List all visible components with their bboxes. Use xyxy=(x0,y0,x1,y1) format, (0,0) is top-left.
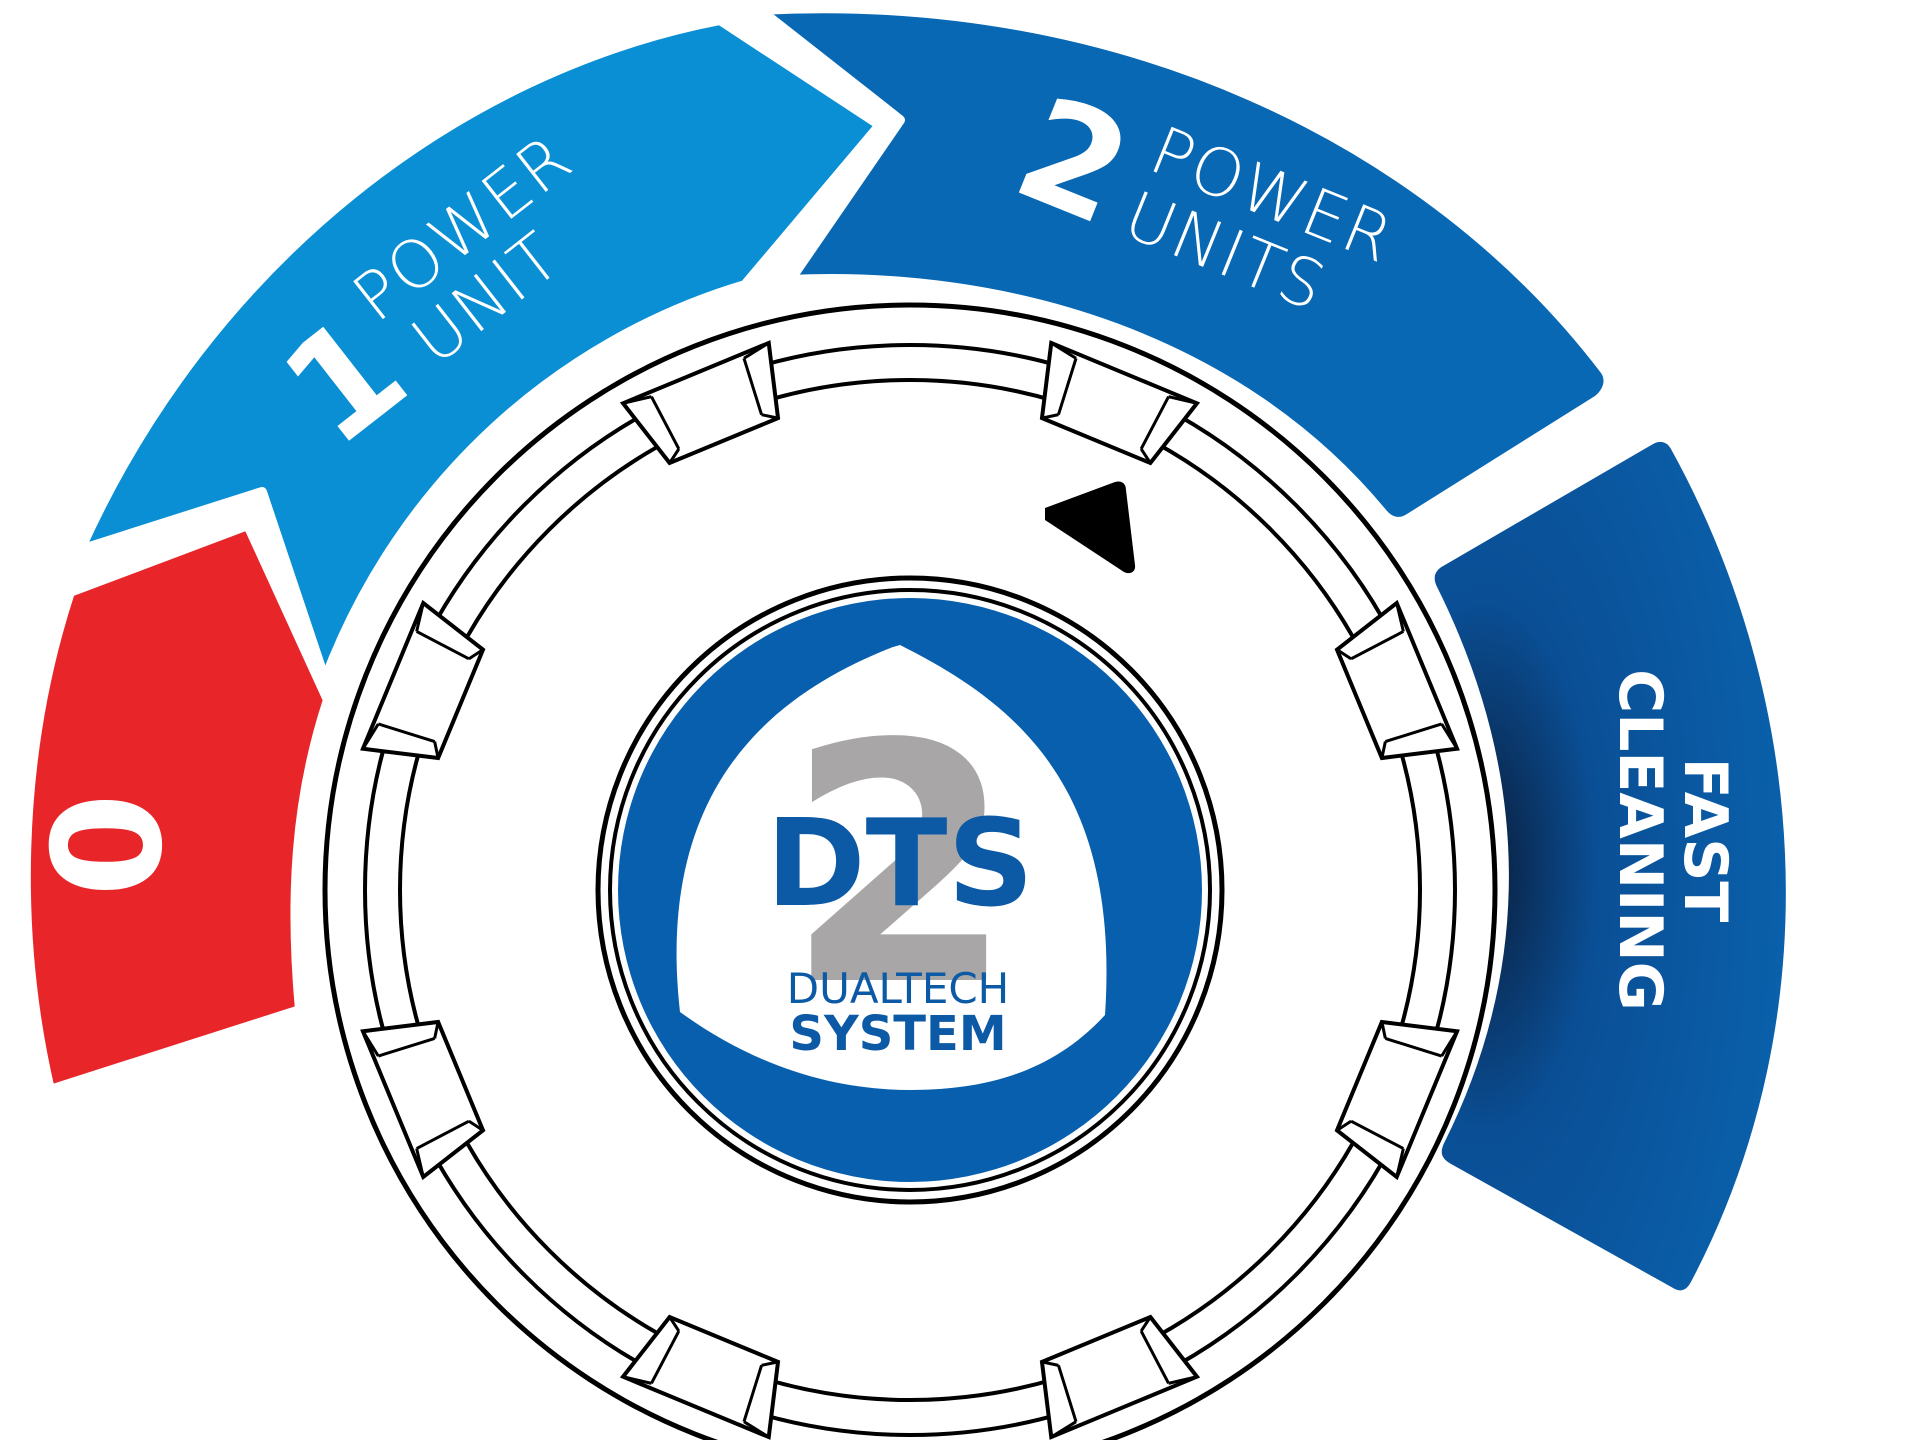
knob-grip-line xyxy=(1384,722,1443,743)
knob-grip-line xyxy=(1050,1420,1077,1439)
logo-acronym: DTS xyxy=(766,795,1034,934)
logo-white-shield xyxy=(676,645,1107,1090)
knob-grip-line xyxy=(415,1148,425,1178)
logo-big-number: 2 xyxy=(785,674,1015,1058)
segment-fast-line2: CLEANING xyxy=(1605,669,1675,1011)
segment-two-power-units[interactable]: 2 POWER UNITS xyxy=(755,3,1614,527)
knob-grip-line xyxy=(1050,341,1077,360)
knob-grip-line xyxy=(415,630,470,661)
knob-grip-line xyxy=(1139,395,1170,450)
knob-grip-line xyxy=(1350,1119,1405,1150)
knob-grip-line xyxy=(1440,723,1459,750)
knob-pointer-icon xyxy=(1045,481,1136,574)
knob-grip-line xyxy=(1139,1316,1152,1332)
knob-grip-line xyxy=(468,1119,484,1132)
knob-grip-line xyxy=(1168,1375,1198,1385)
knob-grip-line xyxy=(1336,648,1352,661)
dts-logo: 2 DTS DUALTECH SYSTEM xyxy=(618,598,1202,1182)
logo-line2: SYSTEM xyxy=(789,1006,1006,1062)
knob-grip-line xyxy=(742,357,763,416)
knob-grip-line xyxy=(377,722,436,743)
knob-grip-line xyxy=(742,1364,763,1423)
knob-grip-line xyxy=(468,648,484,661)
knob-grip-line xyxy=(743,1420,770,1439)
knob-grip-line xyxy=(361,1030,380,1057)
segment-zero[interactable]: 0 xyxy=(20,520,333,1095)
knob-grip-line xyxy=(743,341,770,360)
knob-grip-line xyxy=(650,395,681,450)
knob-grip-line xyxy=(1168,395,1198,405)
segment-one-shape xyxy=(75,15,885,685)
knob-grip-line xyxy=(1041,1360,1059,1367)
knob-grip-line xyxy=(1057,1364,1078,1423)
segment-zero-number: 0 xyxy=(22,793,196,897)
knob-grip-line xyxy=(415,1119,470,1150)
knob-grip-line xyxy=(361,723,380,750)
knob-grip-line xyxy=(433,741,440,759)
knob-grip-inner-edge xyxy=(398,378,1422,1402)
segment-two-shape xyxy=(755,3,1614,527)
knob-grip-line xyxy=(1336,1119,1352,1132)
segment-zero-shape xyxy=(20,520,333,1095)
segment-fast-shape xyxy=(1424,431,1796,1301)
knob-grip-line xyxy=(761,413,779,420)
knob-grip-line xyxy=(1057,357,1078,416)
knob-grip-line xyxy=(377,1037,436,1058)
knob-grip-line xyxy=(668,448,681,464)
knob-grip-line xyxy=(761,1360,779,1367)
knob-grip-outer-edge xyxy=(363,343,1457,1437)
knob-grip-line xyxy=(1380,741,1387,759)
knob-grip-line xyxy=(622,1375,652,1385)
knob-grip-line xyxy=(1139,1330,1170,1385)
segment-one-power-unit[interactable]: 1 POWER UNIT xyxy=(75,15,885,685)
knob-grip-line xyxy=(1139,448,1152,464)
knob-grip-line xyxy=(1395,602,1405,632)
knob-grip-line xyxy=(650,1330,681,1385)
knob-grip-line xyxy=(1350,630,1405,661)
segment-fast-cleaning[interactable]: FAST CLEANING xyxy=(1424,431,1796,1301)
knob-grip-line xyxy=(622,395,652,405)
segment-fast-line1: FAST xyxy=(1670,758,1740,923)
knob-grip-line xyxy=(668,1316,681,1332)
knob-grip-line xyxy=(433,1021,440,1039)
knob-grip-line xyxy=(1041,413,1059,420)
knob-grip-line xyxy=(1395,1148,1405,1178)
logo-line1: DUALTECH xyxy=(787,964,1010,1013)
knob-grip-line xyxy=(1440,1030,1459,1057)
knob-grip-line xyxy=(1384,1037,1443,1058)
knob-grip-line xyxy=(415,602,425,632)
knob-grip-line xyxy=(1380,1021,1387,1039)
knob-grips xyxy=(360,340,1460,1440)
